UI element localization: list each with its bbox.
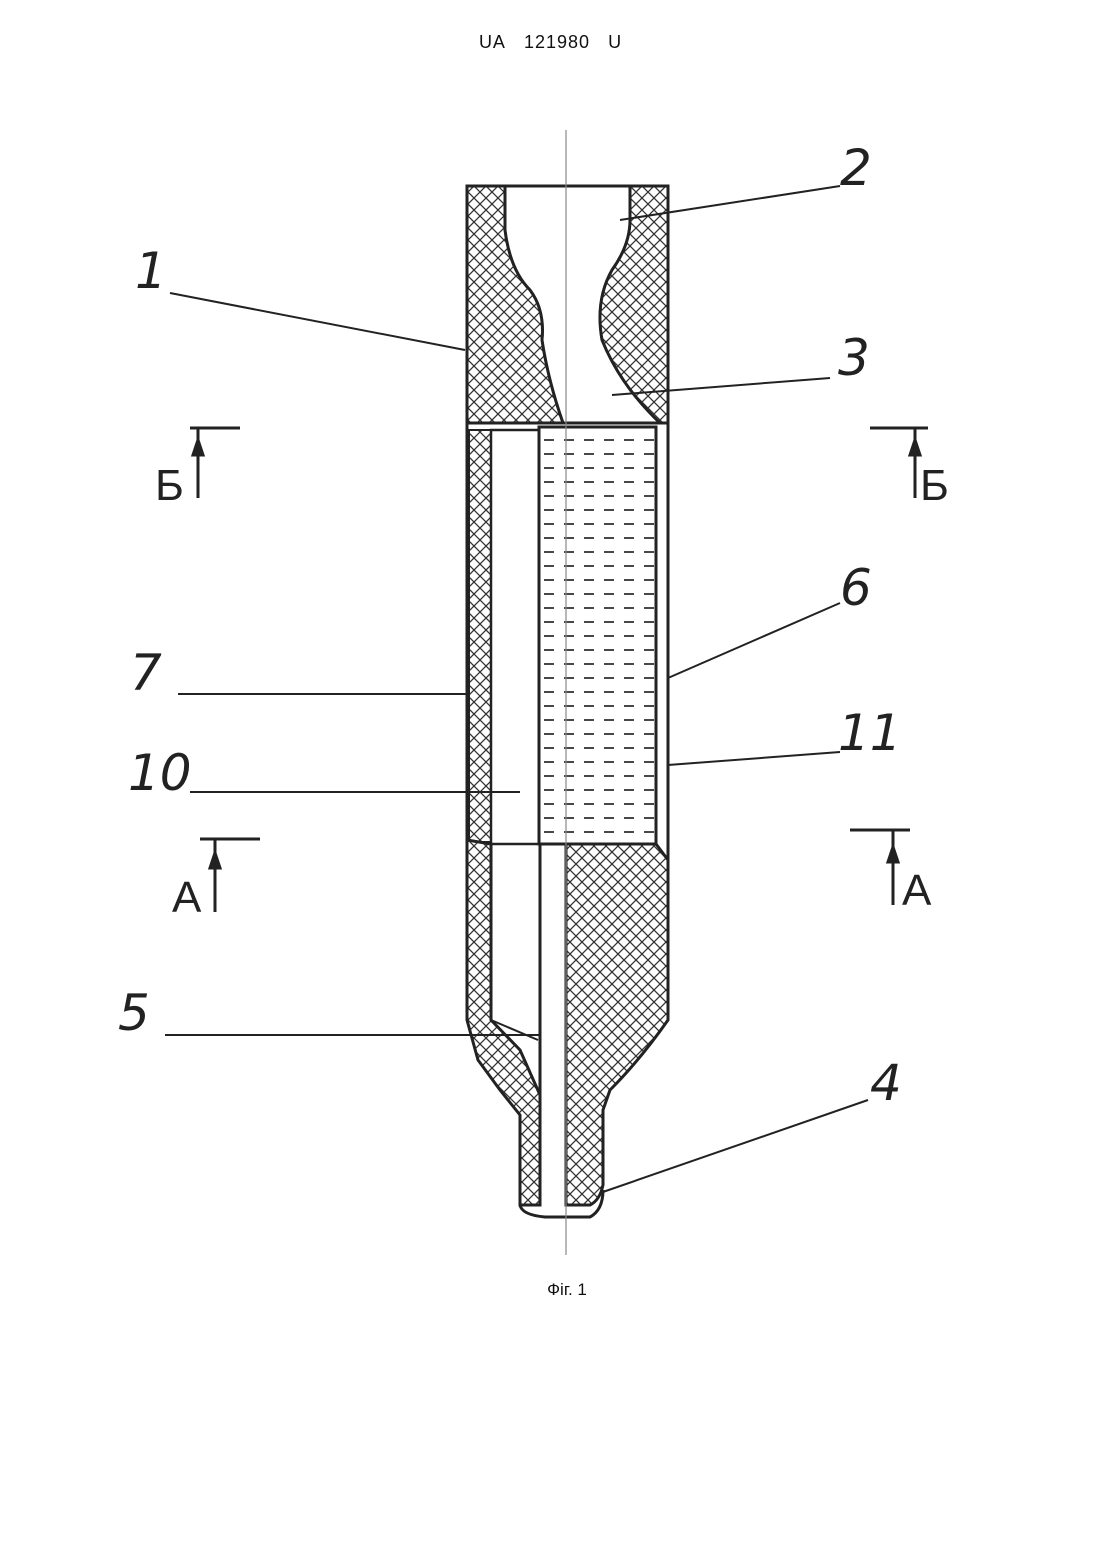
ref-label-5: 5 bbox=[118, 984, 150, 1042]
ref-label-7: 7 bbox=[130, 644, 162, 702]
section-label-lower-right: А bbox=[902, 866, 932, 915]
filler-compartment bbox=[539, 427, 656, 844]
ref-label-4: 4 bbox=[870, 1054, 902, 1112]
section-label-upper-right: Б bbox=[920, 461, 949, 510]
body-lower-right bbox=[566, 844, 668, 1205]
ref-label-11: 11 bbox=[838, 704, 902, 762]
ref-label-6: 6 bbox=[840, 559, 872, 617]
body-lower-left bbox=[467, 840, 540, 1205]
section-label-lower-left: А bbox=[172, 873, 202, 922]
ref-label-10: 10 bbox=[128, 744, 192, 802]
ref-label-3: 3 bbox=[838, 329, 870, 387]
figure-caption: Фіг. 1 bbox=[0, 1280, 1101, 1300]
membrane-wall bbox=[469, 430, 491, 842]
ref-label-1: 1 bbox=[135, 242, 167, 300]
body-upper bbox=[467, 186, 668, 423]
inner-channel bbox=[491, 430, 539, 844]
ref-label-2: 2 bbox=[840, 139, 872, 197]
section-label-upper-left: Б bbox=[155, 461, 184, 510]
